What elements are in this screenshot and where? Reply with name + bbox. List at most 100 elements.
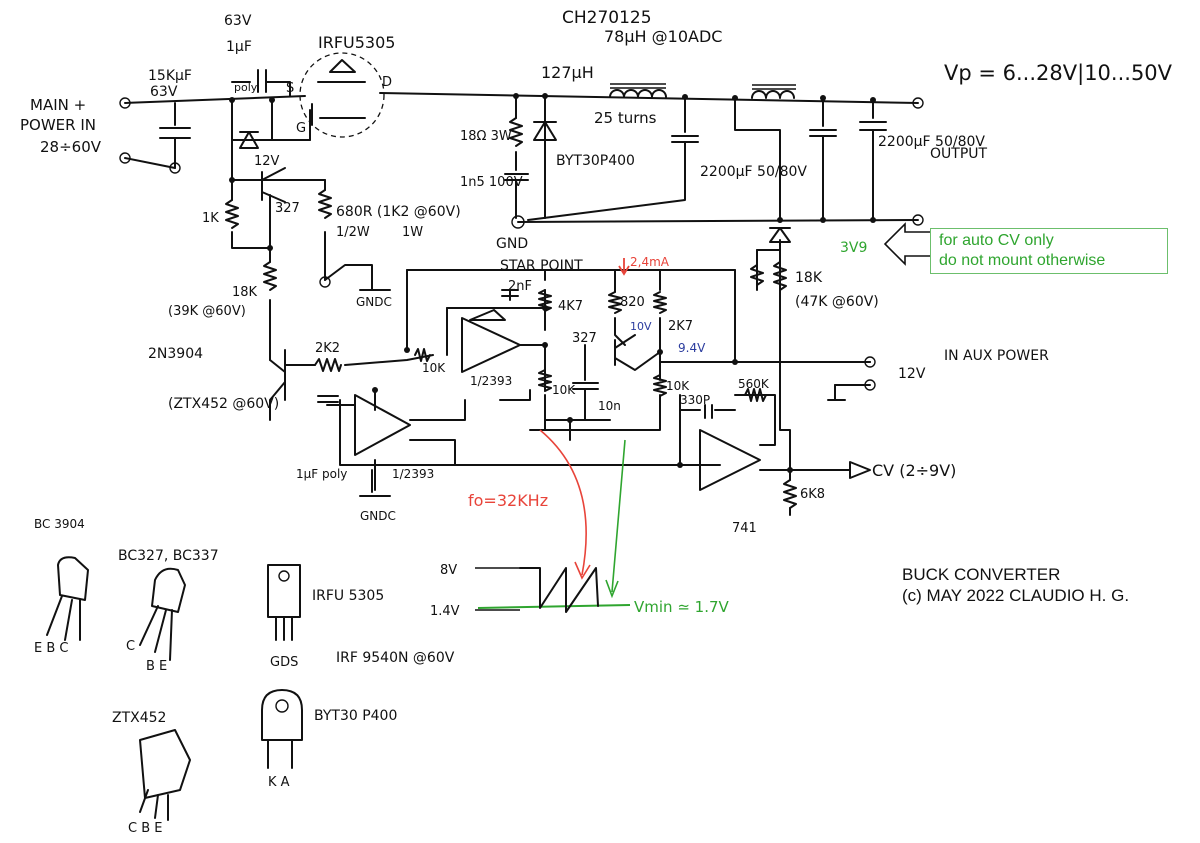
vmin-arrow [605,439,626,599]
snubber-r-label: 18Ω 3W [460,129,512,144]
cv-note-line1: for auto CV only [939,232,1054,249]
top-cap-value: 1µF [226,39,252,55]
r-680-label: 680R (1K2 @60V) [336,204,461,220]
resistor-4k7 [538,289,552,312]
pinout-drawings [46,556,303,821]
vout-range-label: Vp = 6...28V|10...50V [944,61,1173,86]
wave-high-label: 8V [440,563,457,578]
bc327-pin-c: C [126,639,135,654]
output-plus-terminal [912,97,924,109]
aux-plus-terminal [864,356,876,368]
comparator-top [461,317,521,373]
r-2k7-label: 2K7 [668,319,693,334]
inductor-78uh [751,90,795,99]
zener-3v9-label: 3V9 [840,240,867,256]
r-2k2-label: 2K2 [315,341,340,356]
c-2nf-label: 2nF [508,279,532,294]
mosfet-pin-s: S [286,81,294,96]
resistor-6k8 [783,479,797,509]
input-cap-value: 15KµF [148,68,192,84]
irfu-pins: GDS [270,655,298,670]
byt30-title: BYT30 P400 [314,708,397,724]
waveform [475,429,631,613]
opamp-label: 741 [732,521,757,536]
bc327-pins-be: B E [146,659,167,674]
c2-label: 2200µF 50/80V [878,134,985,150]
ztx452-package [139,729,191,821]
q-2n3904-label: 2N3904 [148,346,203,362]
bc327-title: BC327, BC337 [118,548,219,564]
gndc-node [319,276,331,288]
cv-output-arrow [849,461,871,479]
cap-1uf-top [231,69,291,97]
q-327-mid-label: 327 [572,331,597,346]
ztx452-title: ZTX452 [112,710,166,726]
star-current-label: 2,4mA [630,255,670,269]
zener-12v-label: 12V [254,154,280,169]
byt30-pins: K A [268,775,290,790]
inductor1-part-label: CH270125 [562,8,652,28]
resistor-10k-b [538,369,552,392]
aux-minus-terminal [864,379,876,391]
diode-byt30p400 [533,121,557,141]
cap-2nf [501,289,519,301]
cv-output-label: CV (2÷9V) [872,461,956,480]
r-820-label: 820 [620,295,645,310]
resistor-680r [318,189,332,219]
r-18k-right-alt: (47K @60V) [795,294,879,310]
mosfet-pin-g: G [296,121,306,136]
resistor-1k [225,199,239,229]
star-point-node [511,215,525,229]
transistor-327-mid [614,334,661,371]
cap-1uf-poly [317,395,356,406]
r-1k-label: 1K [202,211,219,226]
c-330p-label: 330P [680,393,710,407]
zener-12v [239,131,259,149]
input-range-label: 28÷60V [40,138,102,156]
input-ground-node [169,162,181,174]
zener-3v9 [769,227,791,243]
bc3904-pins: E B C [34,641,68,656]
star-point-label: STAR POINT [500,258,583,274]
credit-author: (c) MAY 2022 CLAUDIO H. G. [902,586,1130,605]
credit-title: BUCK CONVERTER [902,565,1061,584]
resistor-18k-right [773,261,787,291]
aux-voltage-label: 12V [898,366,926,382]
freq-label: fo=32KHz [468,491,548,510]
resistor-820 [608,291,622,314]
cap-330p [704,404,713,419]
transistor-327-top [261,167,286,203]
comparator-bottom [354,394,411,456]
mosfet-symbol [299,52,385,138]
input-minus-terminal [119,152,131,164]
bc3904-title: BC 3904 [34,517,85,531]
c-10n-label: 10n [598,399,621,413]
gndc-label-bottom: GNDC [360,509,396,523]
star-current-arrow [618,258,630,276]
vmin-line [477,604,631,609]
credit-block: BUCK CONVERTER (c) MAY 2022 CLAUDIO H. G… [902,564,1129,606]
cv-note-box: for auto CV only do not mount otherwise [930,228,1168,274]
v-94-label: 9.4V [678,341,706,355]
r-18k-right-label: 18K [795,270,823,286]
snubber-c-label: 1n5 100V [460,175,523,190]
input-power-label: POWER IN [20,116,96,134]
top-cap-type: poly [234,81,258,94]
bc327-package [139,567,186,661]
comparator-top-label: 1/2393 [470,374,512,388]
c-1uf-poly-label: 1µF poly [296,467,347,481]
inductor-127uh [609,89,667,98]
cv-note-line2: do not mount otherwise [939,252,1106,269]
note-pointer-arrow [883,222,930,266]
output-minus-terminal [912,214,924,226]
mosfet-label: IRFU5305 [318,33,395,52]
q-pnp-label: 327 [275,201,300,216]
r-18k-left-alt: (39K @60V) [168,304,246,319]
vmin-label: Vmin ≃ 1.7V [634,598,730,616]
v-10-label: 10V [630,320,652,333]
resistor-10k-c [653,374,667,397]
gndc-label-top: GNDC [356,295,392,309]
gnd-label: GND [496,236,528,252]
resistor-18-ohm [509,117,523,147]
